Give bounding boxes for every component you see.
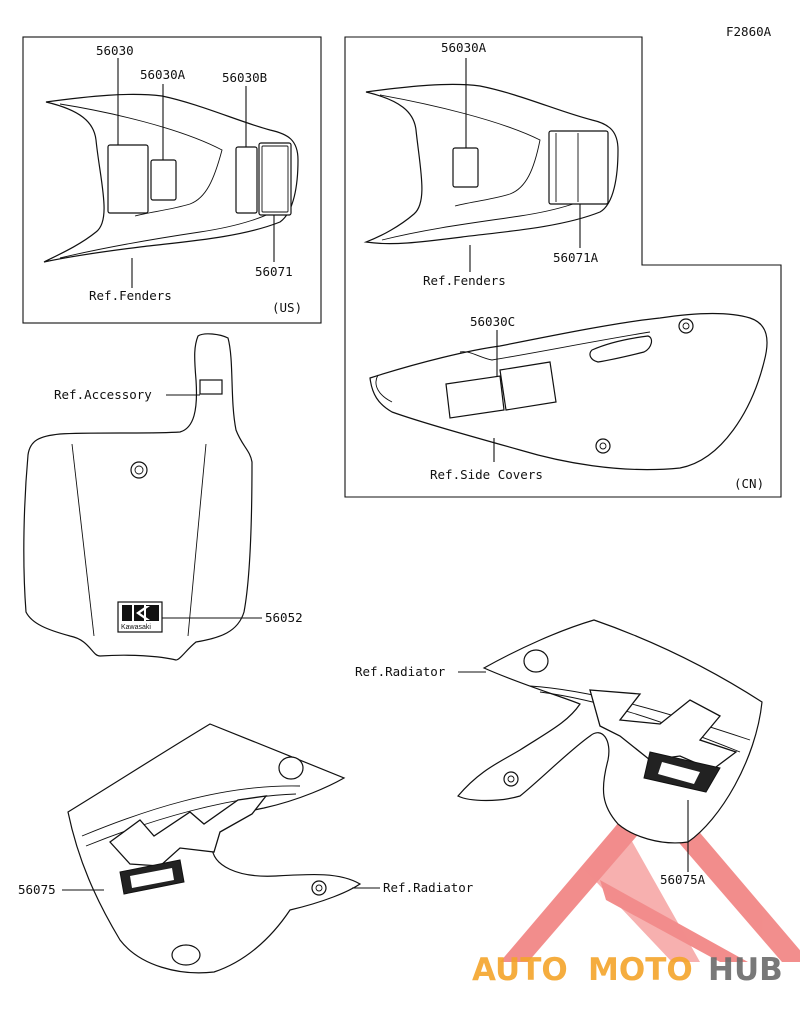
- label-56030A: 56030A: [140, 67, 186, 82]
- label-region-us: (US): [272, 300, 302, 315]
- label-56052: 56052: [265, 610, 303, 625]
- label-56071A: 56071A: [553, 250, 599, 265]
- panel-us-frame: [22, 36, 322, 324]
- shroud-left-hole-top: [278, 756, 304, 780]
- side-cover: [369, 312, 768, 471]
- accessory-tab: [199, 379, 223, 395]
- label-56075: 56075: [18, 882, 56, 897]
- panel-us: 56030 56030A 56030B 56071 Ref.Fenders (U…: [22, 36, 322, 324]
- watermark-hub: HUB: [708, 952, 783, 988]
- side-cover-hole-bottom: [595, 438, 611, 454]
- label-56071: 56071: [255, 264, 293, 279]
- watermark-logo: [500, 780, 800, 962]
- watermark-auto: AUTO: [472, 952, 568, 988]
- label-ref-fenders-cn: Ref.Fenders: [423, 273, 506, 288]
- label-56030B: 56030B: [222, 70, 267, 85]
- label-56030C: 56030C: [470, 314, 515, 329]
- decal-56030: [107, 144, 149, 214]
- logo-text: Kawasaki: [121, 624, 151, 631]
- shroud-left-hole-bottom-left: [171, 944, 201, 966]
- label-ref-accessory: Ref.Accessory: [54, 387, 152, 402]
- label-region-cn: (CN): [734, 476, 764, 491]
- label-56030: 56030: [96, 43, 134, 58]
- shroud-right-hole-top: [523, 649, 549, 673]
- shroud-left-hole-bottom: [311, 880, 327, 896]
- kx-graphic-right: [529, 685, 751, 793]
- shroud-right-hole-bottom: [503, 771, 519, 787]
- decal-56071A: [548, 130, 609, 205]
- shroud-right-group: Ref.Radiator 56075A: [355, 619, 763, 887]
- shroud-left-group: 56075 Ref.Radiator: [18, 723, 474, 974]
- label-56075A: 56075A: [660, 872, 706, 887]
- label-ref-radiator-right: Ref.Radiator: [355, 664, 446, 679]
- number-plate: [23, 333, 253, 661]
- number-plate-group: Kawasaki Ref.Accessory 56052: [23, 333, 303, 661]
- kawasaki-logo: Kawasaki: [117, 601, 163, 633]
- figure-code: F2860A: [726, 24, 772, 39]
- label-ref-side-covers: Ref.Side Covers: [430, 467, 543, 482]
- label-ref-fenders-us: Ref.Fenders: [89, 288, 172, 303]
- decal-56030B: [235, 146, 258, 214]
- plate-mount-hole: [130, 461, 148, 479]
- panel-cn-frame: [344, 36, 782, 498]
- side-cover-slot: [589, 335, 653, 363]
- label-ref-radiator-left: Ref.Radiator: [383, 880, 474, 895]
- side-cover-hole-top: [678, 318, 694, 334]
- decal-56071: [258, 142, 292, 216]
- decal-56030C-right: [499, 361, 557, 411]
- watermark-moto: MOTO: [588, 952, 693, 988]
- decal-cn-56030A: [452, 147, 479, 188]
- label-cn-56030A: 56030A: [441, 40, 487, 55]
- watermark-text: AUTO MOTO HUB: [472, 952, 783, 988]
- kx-graphic-left: [81, 785, 301, 895]
- decal-56030C-left: [445, 375, 505, 419]
- decal-56030A: [150, 159, 177, 201]
- panel-cn: 56030A 56071A Ref.Fenders 56030C Ref.Sid…: [344, 36, 782, 498]
